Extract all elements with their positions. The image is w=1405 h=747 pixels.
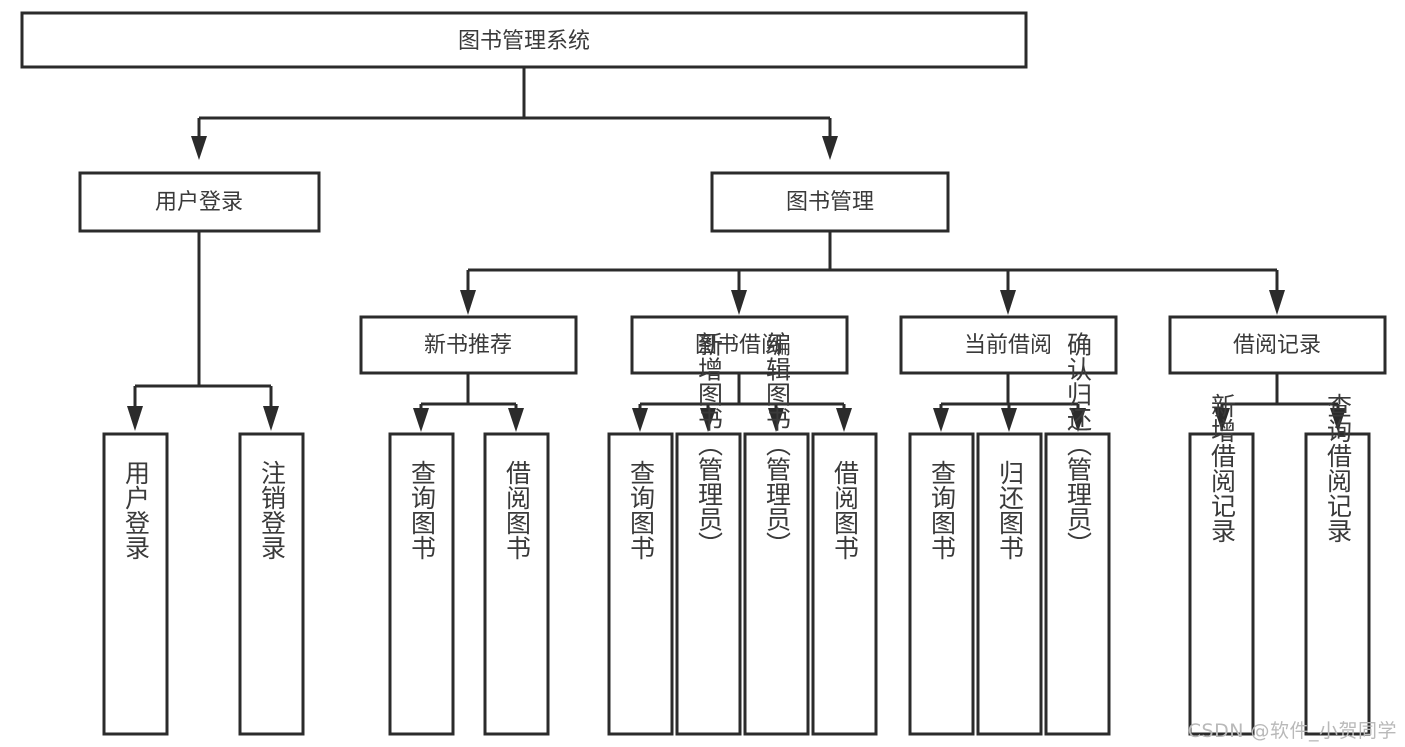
leaf-bb-query-book-box[interactable] (607, 432, 674, 736)
leaf-br-query-record-label: 查询借阅记录 (1324, 393, 1353, 543)
node-new-book-recommend-label: 新书推荐 (424, 333, 512, 358)
leaf-logout-label: 注销登录 (258, 460, 287, 560)
leaf-br-add-record-label: 新增借阅记录 (1208, 393, 1237, 543)
arrow-head-current-borrow (1000, 290, 1016, 315)
arrow-head-book-manage (822, 136, 838, 160)
arrow-head-leaf-logout (263, 406, 279, 431)
connector-new-book-recommend-to-leaves (413, 373, 524, 432)
arrow-head-nbr-leaf-2 (508, 408, 524, 432)
arrow-head-cb-leaf-1 (933, 408, 949, 432)
arrow-head-bb-leaf-4 (836, 408, 852, 432)
node-new-book-recommend[interactable]: 新书推荐 (359, 315, 578, 375)
connector-book-borrow-to-leaves (632, 373, 852, 432)
node-root-system[interactable]: 图书管理系统 (20, 11, 1028, 69)
arrow-head-new-book-recommend (460, 290, 476, 315)
connector-current-borrow-to-leaves (933, 373, 1086, 432)
leaf-bb-query-book-label: 查询图书 (627, 460, 656, 560)
arrow-head-user-login (191, 136, 207, 160)
leaf-bb-add-book-label: 新增图书（管理员） (695, 332, 724, 557)
node-root-label: 图书管理系统 (458, 29, 590, 54)
leaf-node-br-query-record[interactable]: 查询借阅记录 (1304, 393, 1371, 736)
leaf-node-logout[interactable]: 注销登录 (238, 432, 305, 736)
arrow-head-cb-leaf-3 (1070, 408, 1086, 432)
arrow-head-bb-leaf-2 (700, 408, 716, 432)
node-borrow-record[interactable]: 借阅记录 (1168, 315, 1387, 375)
leaf-br-query-record-box[interactable] (1304, 432, 1371, 736)
node-book-manage-box[interactable] (710, 171, 950, 233)
leaf-bb-borrow-book-box[interactable] (811, 432, 878, 736)
leaf-nbr-query-book-box[interactable] (388, 432, 455, 736)
leaf-node-bb-add-book[interactable]: 新增图书（管理员） (675, 332, 742, 736)
connector-user-login-to-leaves (127, 231, 279, 431)
node-user-login-label: 用户登录 (155, 190, 243, 215)
arrow-head-cb-leaf-2 (1001, 408, 1017, 432)
node-book-manage[interactable]: 图书管理 (710, 171, 950, 233)
leaf-cb-query-book-label: 查询图书 (928, 460, 957, 560)
node-current-borrow-label: 当前借阅 (964, 333, 1052, 358)
leaf-bb-edit-book-label: 编辑图书（管理员） (763, 332, 792, 557)
node-user-login[interactable]: 用户登录 (78, 171, 321, 233)
node-book-manage-label: 图书管理 (786, 190, 874, 215)
leaf-node-cb-return-book[interactable]: 归还图书 (976, 432, 1043, 736)
leaf-node-nbr-query-book[interactable]: 查询图书 (388, 432, 455, 736)
arrow-head-br-leaf-1 (1214, 408, 1230, 432)
leaf-user-login-label: 用户登录 (122, 460, 151, 560)
arrow-head-bb-leaf-1 (632, 408, 648, 432)
leaf-bb-borrow-book-label: 借阅图书 (831, 460, 860, 560)
leaf-node-nbr-borrow-book[interactable]: 借阅图书 (483, 432, 550, 736)
arrow-head-leaf-user-login (127, 406, 143, 431)
leaf-nbr-borrow-book-label: 借阅图书 (503, 460, 532, 560)
leaf-node-user-login[interactable]: 用户登录 (102, 432, 169, 736)
node-book-borrow-label: 图书借阅 (695, 333, 783, 358)
leaf-cb-return-book-box[interactable] (976, 432, 1043, 736)
connector-book-manage-to-level3 (460, 231, 1285, 315)
leaf-node-bb-edit-book[interactable]: 编辑图书（管理员） (743, 332, 810, 736)
leaf-br-add-record-box[interactable] (1188, 432, 1255, 736)
node-new-book-recommend-box[interactable] (359, 315, 578, 375)
leaf-nbr-borrow-book-box[interactable] (483, 432, 550, 736)
leaf-node-bb-query-book[interactable]: 查询图书 (607, 432, 674, 736)
node-book-borrow[interactable]: 图书借阅 (630, 315, 849, 375)
leaf-cb-return-book-label: 归还图书 (996, 460, 1025, 560)
arrow-head-borrow-record (1269, 290, 1285, 315)
leaf-nbr-query-book-label: 查询图书 (408, 460, 437, 560)
arrow-head-bb-leaf-3 (768, 408, 784, 432)
arrow-head-br-leaf-2 (1330, 408, 1346, 432)
leaf-cb-confirm-return-label: 确认归还（管理员） (1064, 332, 1093, 557)
node-current-borrow-box[interactable] (899, 315, 1118, 375)
leaf-node-bb-borrow-book[interactable]: 借阅图书 (811, 432, 878, 736)
node-borrow-record-label: 借阅记录 (1233, 333, 1321, 358)
leaf-cb-confirm-return-box[interactable] (1044, 432, 1111, 736)
connector-borrow-record-to-leaves (1214, 373, 1346, 432)
connector-root-to-level2 (191, 67, 838, 160)
node-current-borrow[interactable]: 当前借阅 (899, 315, 1118, 375)
leaf-node-br-add-record[interactable]: 新增借阅记录 (1188, 393, 1255, 736)
node-borrow-record-box[interactable] (1168, 315, 1387, 375)
leaf-bb-add-book-box[interactable] (675, 432, 742, 736)
leaf-node-cb-query-book[interactable]: 查询图书 (908, 432, 975, 736)
leaf-user-login-box[interactable] (102, 432, 169, 736)
arrow-head-book-borrow (731, 290, 747, 315)
node-root-box[interactable] (20, 11, 1028, 69)
leaf-cb-query-book-box[interactable] (908, 432, 975, 736)
node-book-borrow-box[interactable] (630, 315, 849, 375)
leaf-logout-box[interactable] (238, 432, 305, 736)
leaf-node-cb-confirm-return[interactable]: 确认归还（管理员） (1044, 332, 1111, 736)
arrow-head-nbr-leaf-1 (413, 408, 429, 432)
leaf-bb-edit-book-box[interactable] (743, 432, 810, 736)
